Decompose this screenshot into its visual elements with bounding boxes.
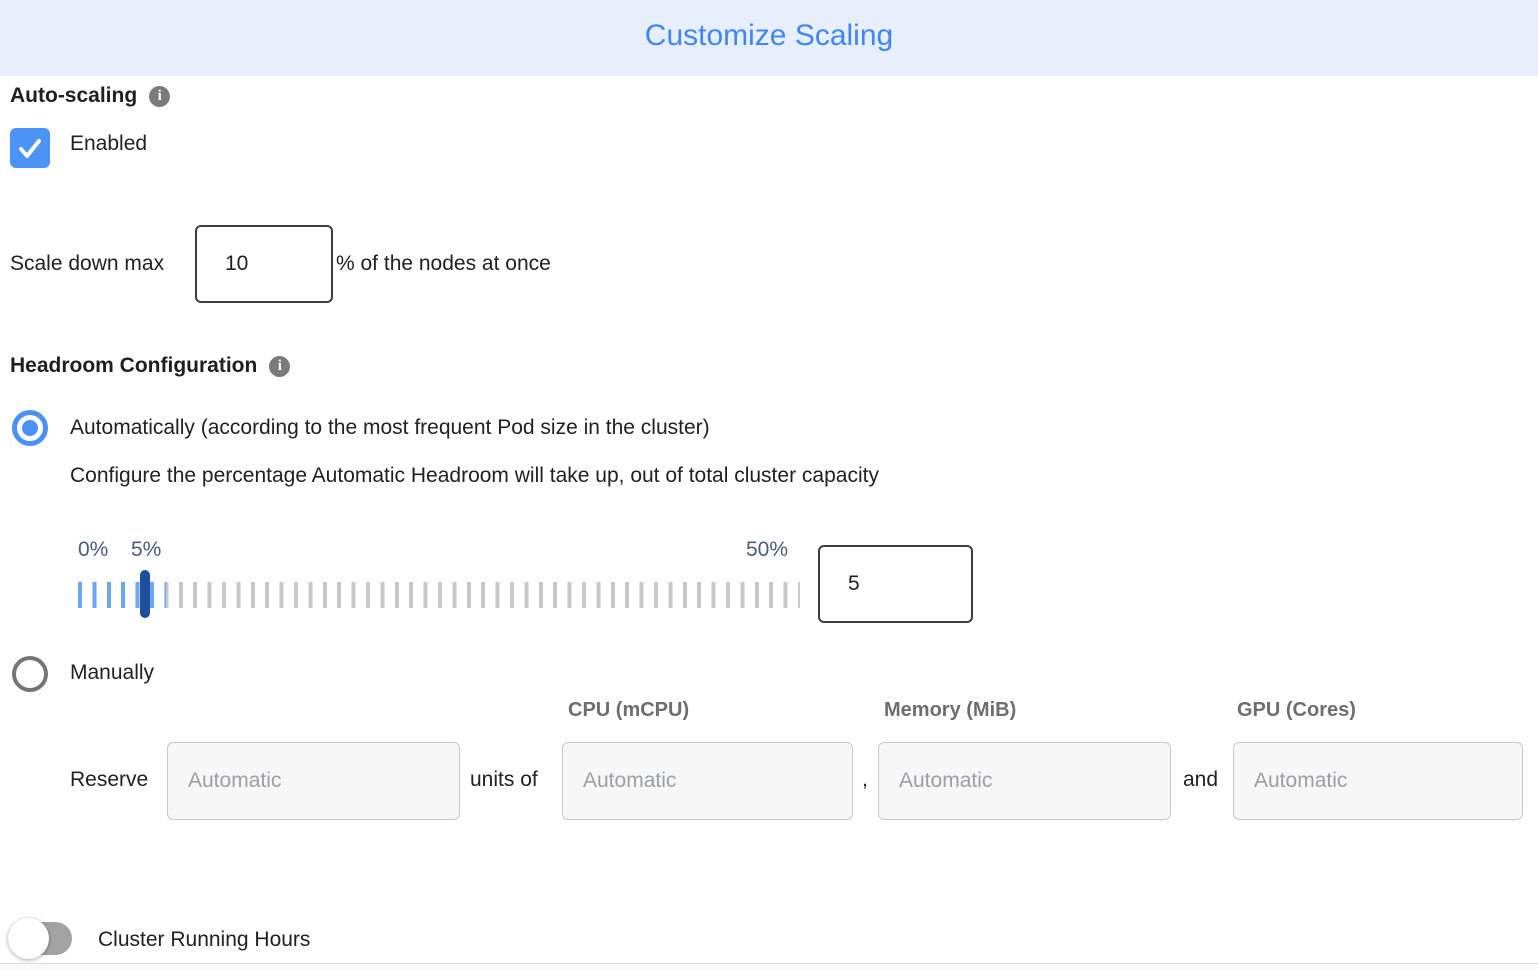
radio-dot <box>22 420 38 436</box>
headroom-manual-radio[interactable] <box>12 656 48 692</box>
headroom-manual-option-label: Manually <box>70 661 155 684</box>
slider-min-label: 0% <box>78 538 109 561</box>
cluster-running-hours-label: Cluster Running Hours <box>98 928 311 951</box>
cpu-column-header: CPU (mCPU) <box>568 699 690 721</box>
headroom-configuration-section-label: Headroom Configuration i <box>10 354 291 378</box>
reserve-cpu-input[interactable] <box>562 742 853 820</box>
memory-column-header: Memory (MiB) <box>884 699 1017 721</box>
slider-ticks-active <box>78 582 166 608</box>
reserve-memory-input[interactable] <box>878 742 1171 820</box>
slider-ticks-inactive <box>78 582 800 608</box>
scale-down-max-input[interactable] <box>195 225 333 303</box>
headroom-automatic-description: Configure the percentage Automatic Headr… <box>70 464 879 487</box>
headroom-percentage-slider[interactable] <box>78 570 800 618</box>
slider-handle[interactable] <box>140 570 150 618</box>
auto-scaling-enabled-checkbox[interactable] <box>10 128 50 168</box>
units-of-label: units of <box>470 768 538 791</box>
headroom-percentage-input[interactable] <box>818 545 973 623</box>
scale-down-max-suffix: % of the nodes at once <box>336 252 551 275</box>
dialog-title: Customize Scaling <box>644 19 894 52</box>
slider-current-label: 5% <box>131 538 162 561</box>
toggle-knob <box>8 918 49 959</box>
bottom-divider <box>0 963 1538 964</box>
info-icon[interactable]: i <box>149 85 171 107</box>
reserve-label: Reserve <box>70 768 149 791</box>
info-icon[interactable]: i <box>269 355 291 377</box>
gpu-column-header: GPU (Cores) <box>1237 699 1356 721</box>
auto-scaling-label: Auto-scaling <box>10 84 138 107</box>
slider-max-label: 50% <box>746 538 789 561</box>
dialog-header: Customize Scaling <box>0 0 1538 76</box>
footer-strip <box>0 964 1538 970</box>
check-icon <box>19 139 41 158</box>
enabled-label: Enabled <box>70 132 148 155</box>
reserve-gpu-input[interactable] <box>1233 742 1523 820</box>
cluster-running-hours-toggle[interactable] <box>8 918 72 959</box>
headroom-automatic-radio[interactable] <box>12 410 48 446</box>
headroom-configuration-label: Headroom Configuration <box>10 354 258 377</box>
and-label: and <box>1183 768 1219 791</box>
scale-down-max-label: Scale down max <box>10 252 165 275</box>
comma-separator: , <box>862 768 868 791</box>
reserve-units-input[interactable] <box>167 742 460 820</box>
headroom-automatic-option-label: Automatically (according to the most fre… <box>70 416 710 439</box>
auto-scaling-section-label: Auto-scaling i <box>10 84 171 108</box>
